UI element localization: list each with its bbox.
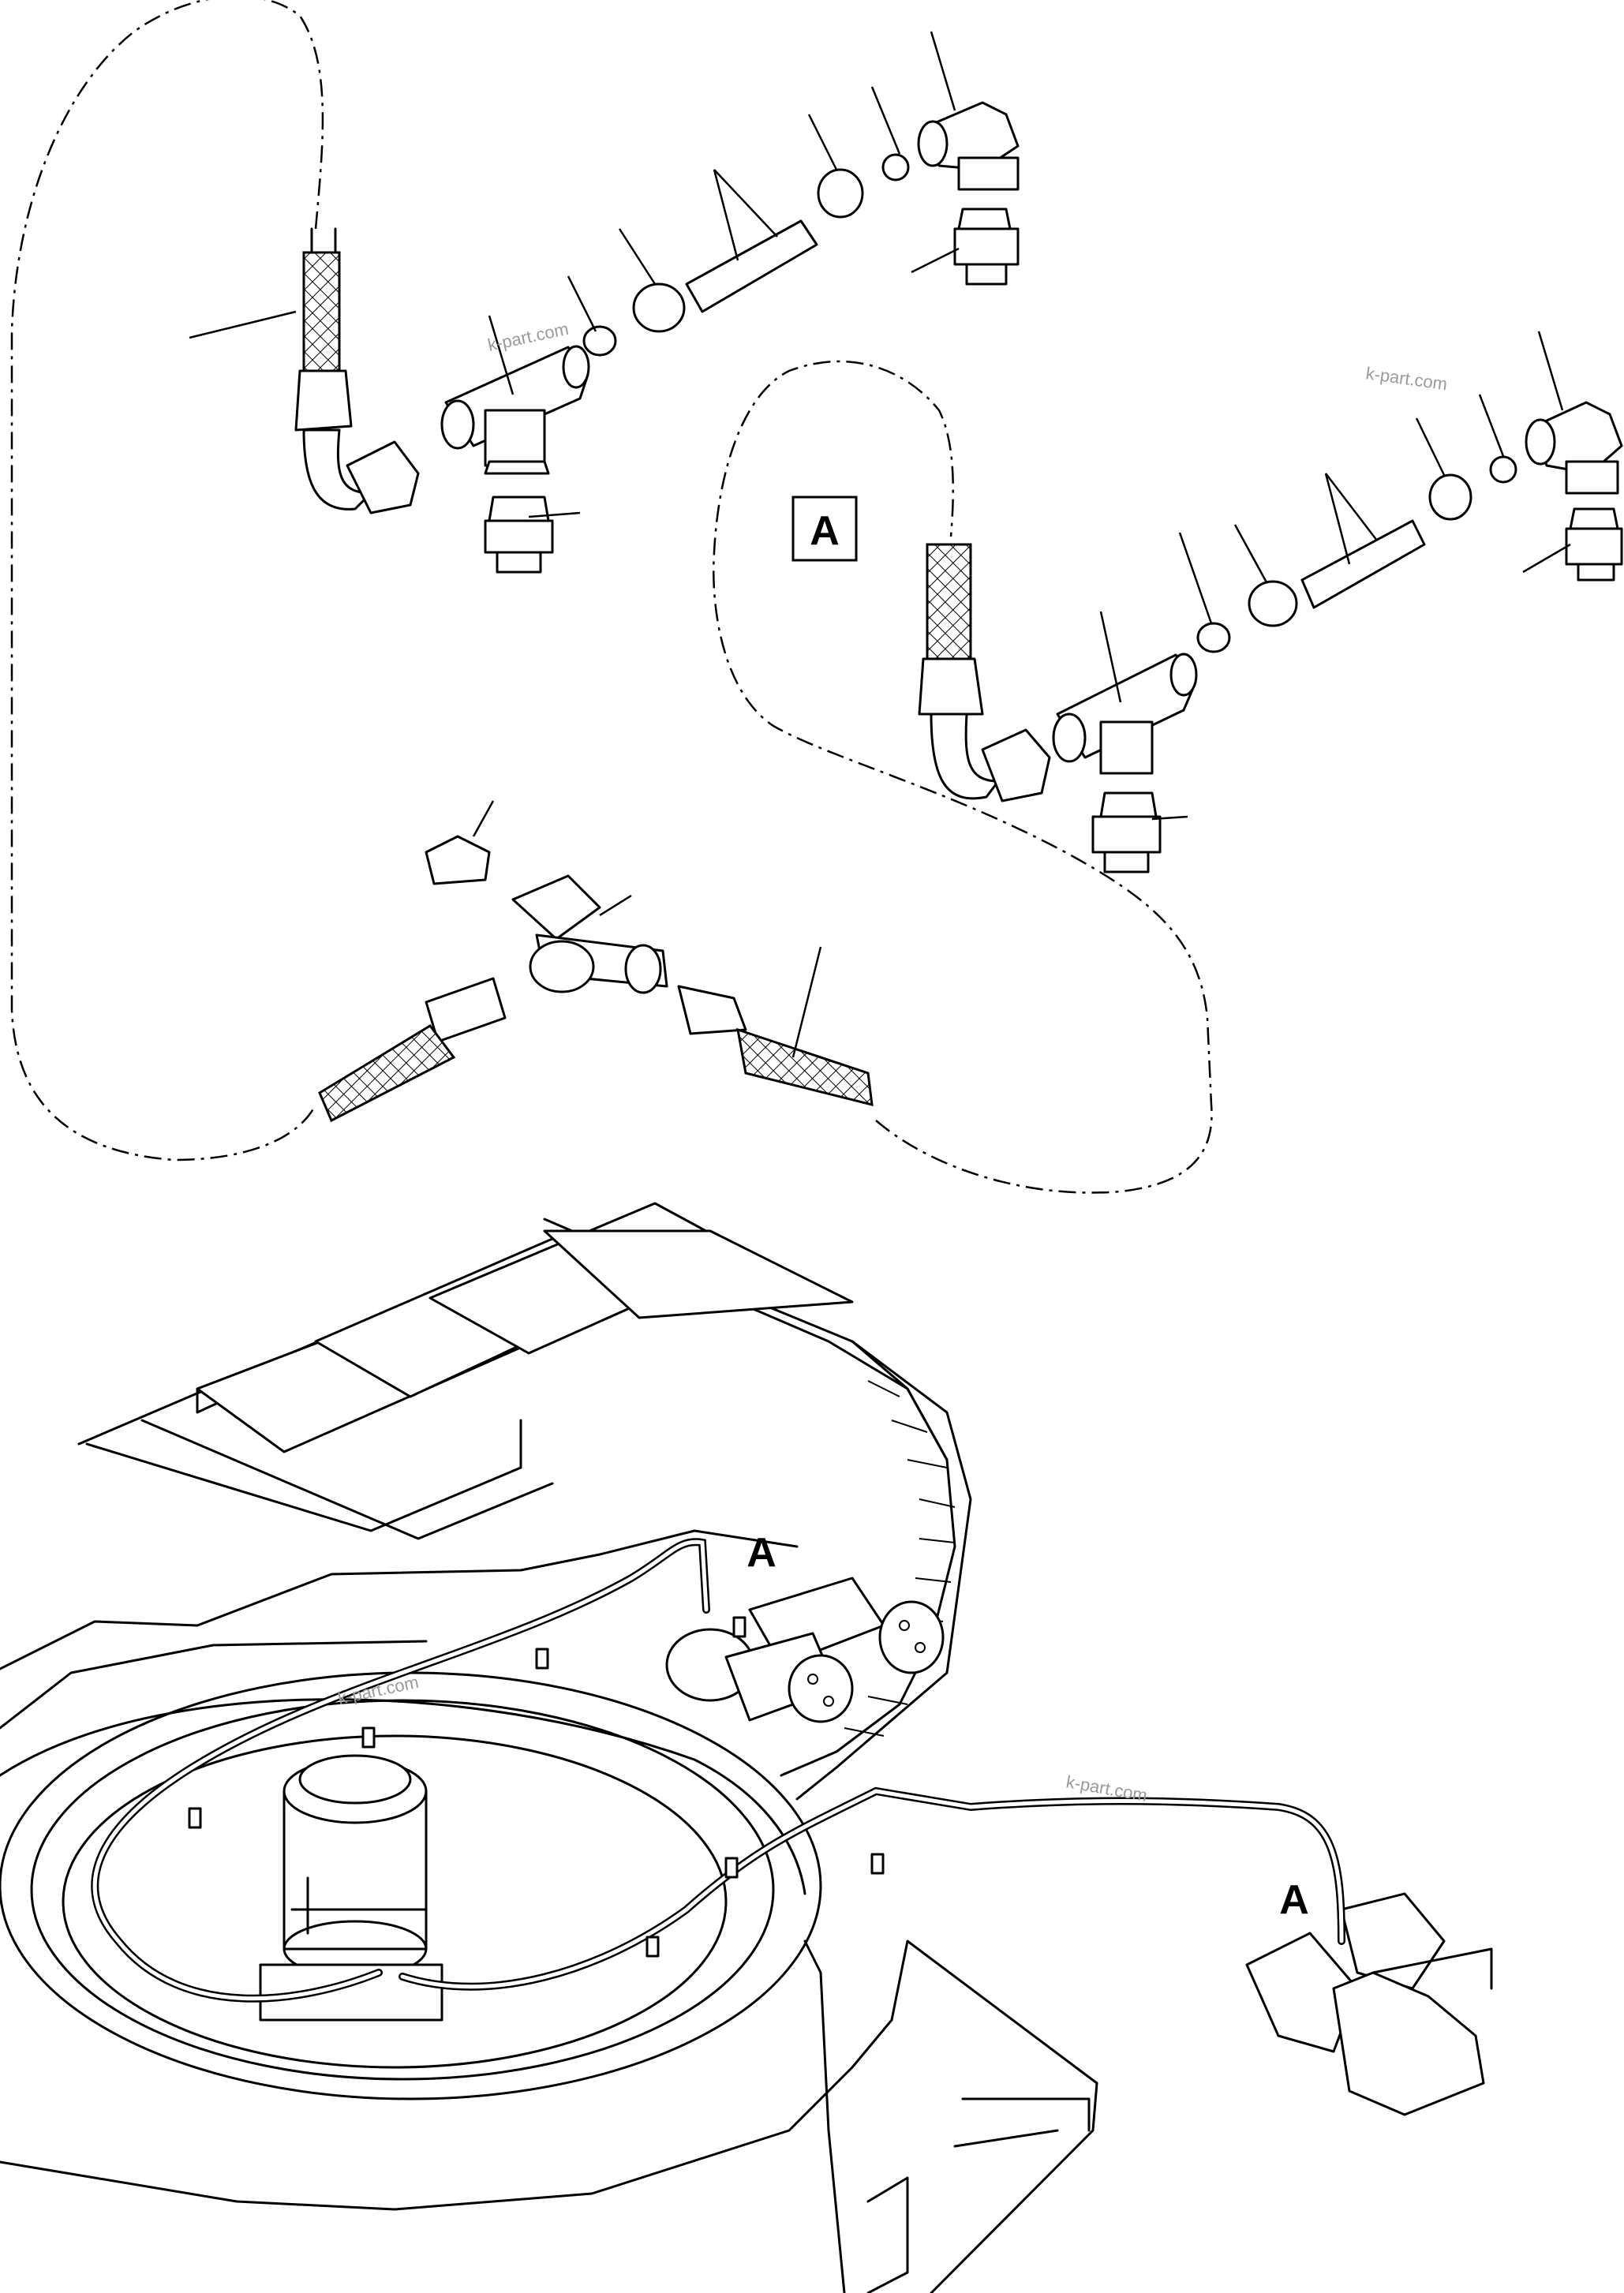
callout-box-a-label: A xyxy=(810,508,840,554)
callout-a-lower: A xyxy=(1279,1877,1309,1923)
connector-right-2 xyxy=(1565,507,1623,582)
hydraulic-line-inner xyxy=(399,1786,1345,1991)
hose-elbow-right xyxy=(918,543,1051,802)
track-plate-4 xyxy=(543,1229,854,1319)
clamps xyxy=(188,1616,885,1958)
callout-box-a xyxy=(791,496,858,562)
tee-fitting-left xyxy=(440,345,590,475)
nut-right xyxy=(1248,580,1298,627)
sleeve-right-2 xyxy=(1489,455,1517,484)
tube-right xyxy=(1300,519,1426,609)
swivel-joint xyxy=(259,1754,443,2022)
nut-right-2 xyxy=(1428,473,1472,521)
tee-assembly-lower xyxy=(318,800,874,1123)
tube-left xyxy=(685,219,818,313)
nut-left-2 xyxy=(817,168,864,219)
elbow-fitting-left xyxy=(917,101,1020,191)
connector-left xyxy=(484,496,554,574)
connector-right xyxy=(1091,791,1162,873)
nut-left xyxy=(632,282,686,333)
dashed-boundary-lower xyxy=(713,360,1213,1194)
track-tread xyxy=(780,1340,956,1777)
connector-left-2 xyxy=(953,208,1020,286)
tee-fitting-right xyxy=(1052,653,1198,775)
travel-motor-lower xyxy=(1245,1892,1493,2116)
slew-ring-inner xyxy=(62,1734,728,2069)
sleeve-left-2 xyxy=(881,153,910,181)
watermark-2: k-part.com xyxy=(1364,363,1448,394)
dashed-boundary-left xyxy=(10,0,324,1161)
sleeve-left xyxy=(582,325,617,357)
detail-right-group: A xyxy=(791,331,1623,873)
machine-view: A A xyxy=(0,1202,1493,2293)
travel-motor-upper xyxy=(665,1577,945,1723)
detail-left-group xyxy=(10,0,1213,1194)
elbow-fitting-right xyxy=(1525,401,1623,495)
hose-elbow-left xyxy=(294,227,420,514)
callout-a-upper: A xyxy=(747,1530,776,1576)
watermark-1: k-part.com xyxy=(486,319,571,355)
slew-ring-mid xyxy=(30,1699,775,2081)
sleeve-right xyxy=(1196,622,1231,653)
